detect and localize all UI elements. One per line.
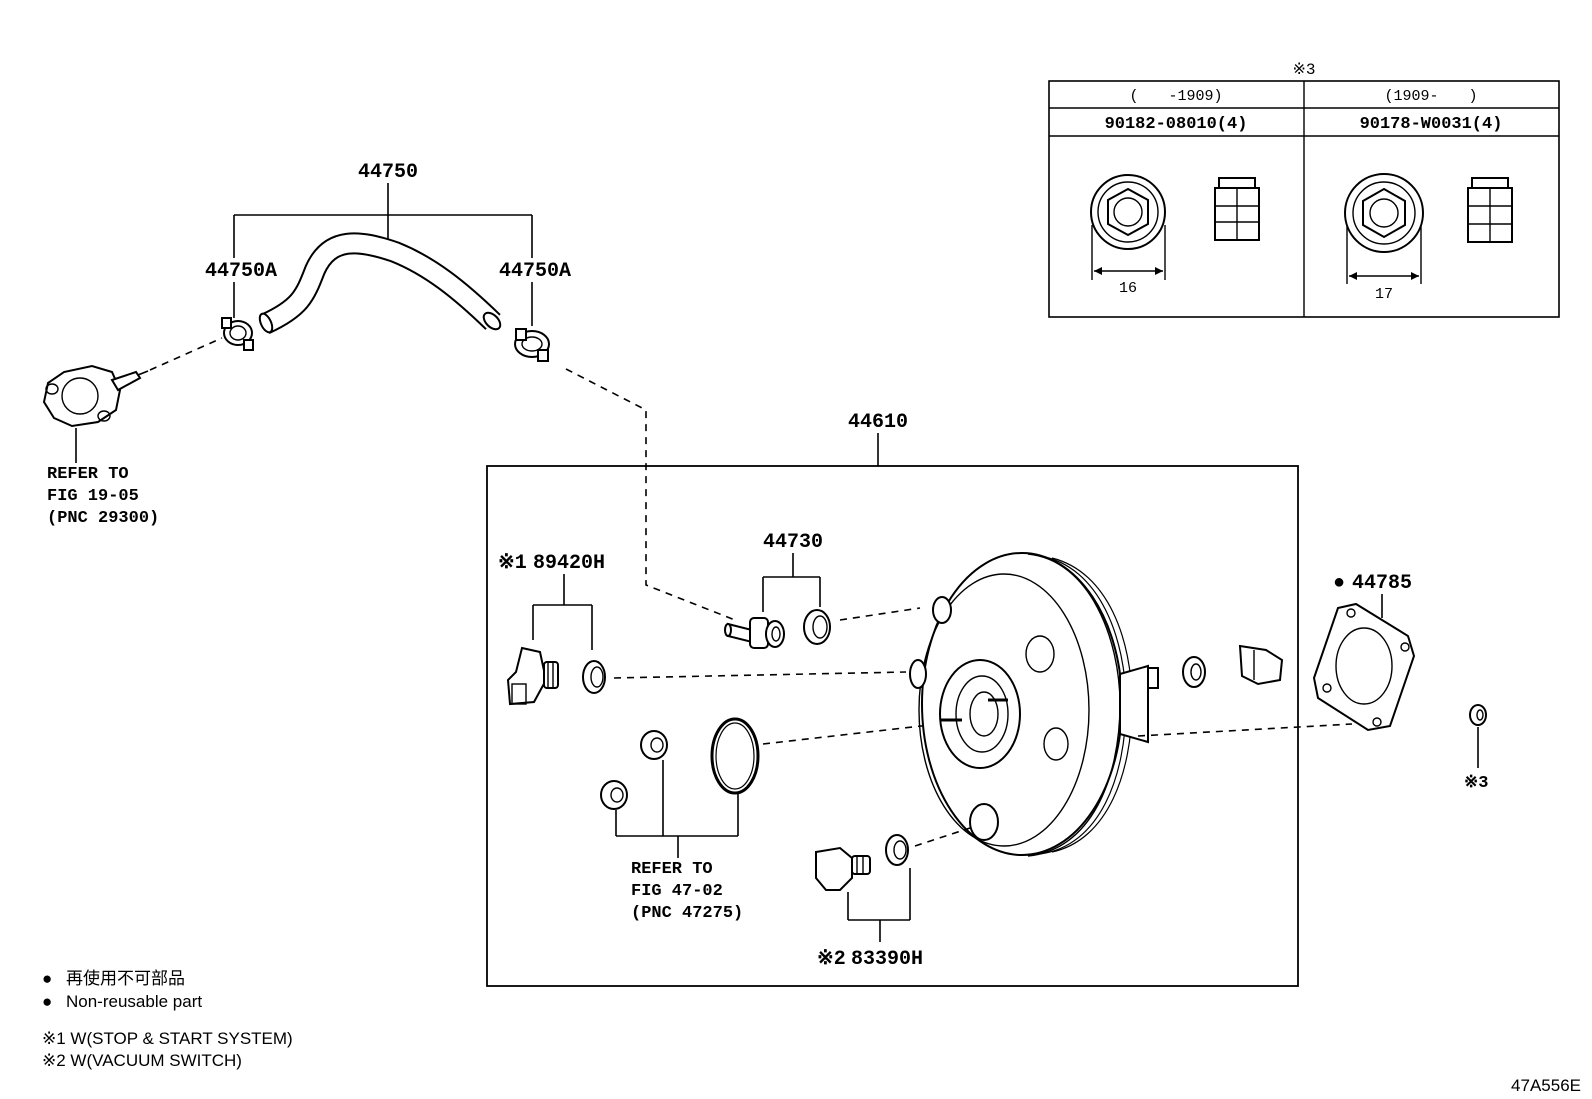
fastener-table: ※3 ( -1909) (1909- ) 90182-08010(4) 9017… (1048, 61, 1560, 318)
nut-marker: ※3 (1464, 774, 1488, 793)
switch2-part-label: 83390H (851, 948, 923, 971)
gasket-marker: ● (1333, 572, 1345, 595)
nut-ref-line3: (PNC 47275) (631, 904, 743, 923)
grommet-icon (885, 834, 909, 866)
grommet-icon (803, 609, 831, 645)
gasket-part-label: 44785 (1352, 572, 1412, 595)
switch1-part-label: 89420H (533, 552, 605, 575)
table-part-no-right: 90178-W0031(4) (1360, 115, 1503, 134)
gasket-group: ● 44785 ※3 (1312, 572, 1488, 793)
vacuum-hose-group: 44750 44750A 44750A (42, 161, 571, 528)
clevis-icon (1238, 644, 1284, 686)
pump-ref-line2: FIG 19-05 (47, 487, 139, 506)
o-ring-icon (710, 717, 760, 795)
clamp-right-label: 44750A (499, 260, 571, 283)
brake-booster-icon (909, 552, 1206, 857)
flange-nut-top-view-icon (1090, 174, 1166, 250)
nut-ref-line1: REFER TO (631, 860, 713, 879)
vacuum-switch-icon (815, 846, 871, 891)
table-marker: ※3 (1292, 61, 1315, 79)
vacuum-hose (258, 232, 502, 335)
hose-clamp-icon (221, 317, 254, 351)
table-range-left: ( -1909) (1129, 88, 1222, 105)
figure-code: 47A556E (1511, 1076, 1581, 1095)
pump-ref-line3: (PNC 29300) (47, 509, 159, 528)
flange-nut-side-view-icon (1214, 177, 1260, 241)
nut-icon (1469, 704, 1487, 726)
gasket-icon (1312, 602, 1416, 732)
vacuum-pump-icon (42, 364, 149, 428)
flange-nut-top-view-icon (1344, 173, 1424, 253)
brake-booster-assembly: 44610 44730 ※1 89420H (486, 411, 1353, 987)
nut-icon (640, 730, 668, 760)
table-part-no-left: 90182-08010(4) (1105, 115, 1248, 134)
legend-bullet: ● (42, 969, 52, 988)
table-dimension-left: 16 (1119, 280, 1137, 297)
nut-icon (600, 780, 628, 810)
table-dimension-right: 17 (1375, 286, 1393, 303)
pump-ref-line1: REFER TO (47, 465, 129, 484)
booster-assembly-frame (486, 465, 1299, 987)
grommet-icon (582, 660, 606, 694)
legend: ● 再使用不可部品 ● Non-reusable part ※1 W(STOP … (42, 968, 293, 1070)
check-valve-icon (724, 617, 785, 649)
hose-part-label: 44750 (358, 161, 418, 184)
booster-part-label: 44610 (848, 411, 908, 434)
legend-jp: 再使用不可部品 (66, 968, 185, 988)
hose-clamp-icon (514, 328, 550, 362)
check-valve-label: 44730 (763, 531, 823, 554)
table-range-right: (1909- ) (1384, 88, 1477, 105)
legend-note1: ※1 W(STOP & START SYSTEM) (42, 1029, 293, 1048)
flange-nut-side-view-icon (1467, 177, 1513, 243)
nut-ref-line2: FIG 47-02 (631, 882, 723, 901)
legend-note2: ※2 W(VACUUM SWITCH) (42, 1051, 242, 1070)
switch2-marker: ※2 (817, 948, 846, 971)
legend-bullet: ● (42, 992, 52, 1011)
clamp-left-label: 44750A (205, 260, 277, 283)
legend-en: Non-reusable part (66, 992, 202, 1011)
vacuum-sensor-icon (506, 646, 559, 706)
switch1-marker: ※1 (498, 552, 527, 575)
